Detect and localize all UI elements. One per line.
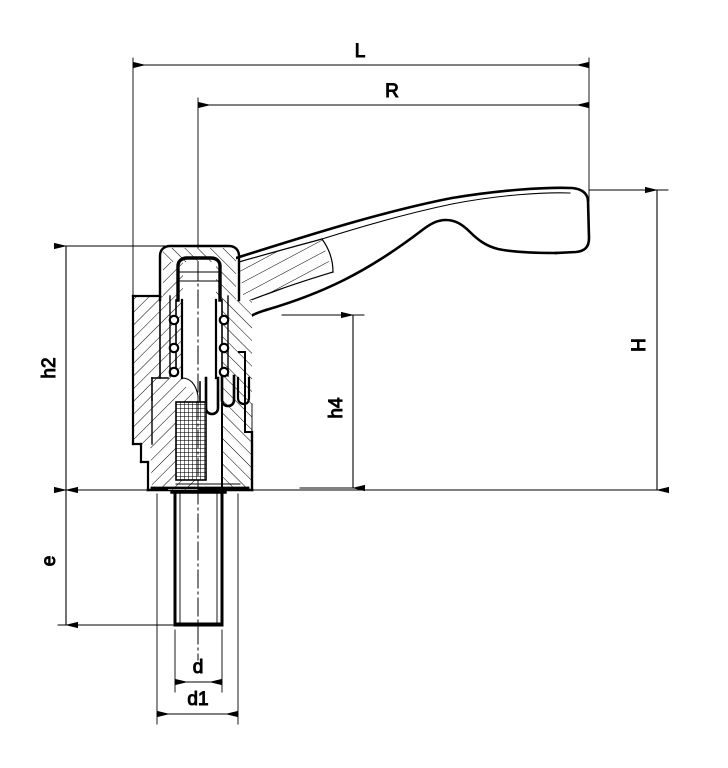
dim-label-e: e: [39, 556, 60, 567]
dim-label-h4: h4: [326, 397, 347, 419]
dimension-labels: L R H h2 h4 e d d1: [39, 41, 651, 711]
spring-fingers: [199, 374, 251, 416]
dim-label-d: d: [193, 657, 204, 678]
knurled-insert: [175, 401, 207, 481]
lever-handle: [234, 186, 591, 354]
extension-lines: [57, 57, 669, 725]
lever-shank-section: [238, 238, 334, 304]
dimension-lines: [54, 61, 669, 718]
dim-label-R: R: [385, 81, 399, 102]
dim-label-h2: h2: [39, 357, 60, 378]
dim-label-L: L: [355, 41, 366, 62]
dim-label-d1: d1: [187, 689, 208, 710]
threaded-stud: [170, 490, 227, 627]
detent-balls-left: [168, 314, 180, 378]
detent-balls-right: [218, 314, 230, 378]
hub-body: [131, 244, 254, 492]
dim-label-H: H: [629, 338, 650, 352]
